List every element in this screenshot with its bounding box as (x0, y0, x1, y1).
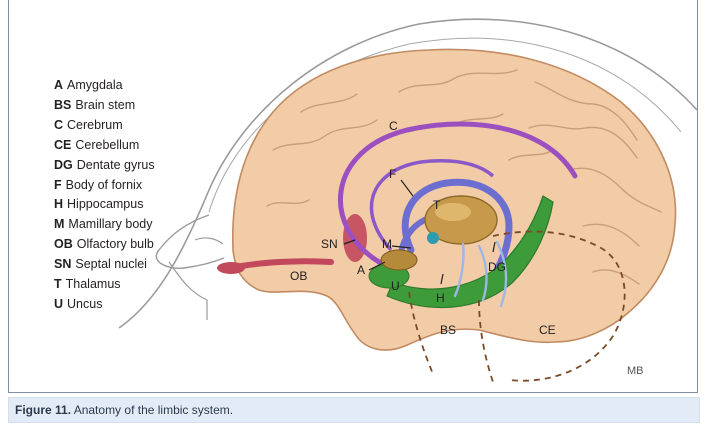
legend-item: BS Brain stem (54, 96, 204, 116)
legend-abbr: F (54, 178, 62, 192)
figure-caption: Figure 11. Anatomy of the limbic system. (15, 403, 233, 417)
legend-abbr: U (54, 297, 63, 311)
figure-frame: C F T SN M OB A U H DG BS CE MB A Amygdal… (8, 0, 698, 393)
legend-item: U Uncus (54, 295, 204, 315)
mamillary-body (427, 232, 439, 244)
legend-item: CE Cerebellum (54, 136, 204, 156)
legend-item: SN Septal nuclei (54, 255, 204, 275)
caption-band: Figure 11. Anatomy of the limbic system. (8, 397, 700, 423)
legend-term: Septal nuclei (75, 257, 147, 271)
legend-abbr: DG (54, 158, 73, 172)
label-hippocampus: H (436, 291, 445, 305)
legend-abbr: SN (54, 257, 71, 271)
caption-text: Anatomy of the limbic system. (71, 403, 233, 417)
legend-abbr: A (54, 78, 63, 92)
legend-abbr: H (54, 197, 63, 211)
legend-term: Brain stem (75, 98, 135, 112)
legend-term: Olfactory bulb (77, 237, 154, 251)
legend-abbr: OB (54, 237, 73, 251)
legend-term: Amygdala (67, 78, 123, 92)
legend-term: Mamillary body (68, 217, 152, 231)
label-olfactory-bulb: OB (290, 269, 307, 283)
label-fornix: F (389, 167, 396, 181)
legend-item: OB Olfactory bulb (54, 235, 204, 255)
legend-term: Cerebellum (75, 138, 139, 152)
amygdala (381, 250, 417, 270)
label-uncus: U (391, 279, 400, 293)
label-septal-nuclei: SN (321, 237, 338, 251)
legend-term: Uncus (67, 297, 102, 311)
figure-bottom-rule (8, 392, 696, 393)
legend-abbr: CE (54, 138, 71, 152)
olfactory-bulb (217, 262, 245, 274)
legend-item: H Hippocampus (54, 195, 204, 215)
label-cerebrum: C (389, 119, 398, 133)
legend-item: F Body of fornix (54, 176, 204, 196)
legend-item: C Cerebrum (54, 116, 204, 136)
legend-abbr: BS (54, 98, 71, 112)
legend-abbr: T (54, 277, 62, 291)
legend-abbr: M (54, 217, 64, 231)
legend-term: Hippocampus (67, 197, 143, 211)
legend-term: Body of fornix (66, 178, 142, 192)
label-brain-stem: BS (440, 323, 456, 337)
legend-item: T Thalamus (54, 275, 204, 295)
caption-prefix: Figure 11. (15, 403, 71, 417)
legend-term: Cerebrum (67, 118, 123, 132)
label-cerebellum: CE (539, 323, 556, 337)
artist-signature: MB (627, 365, 644, 377)
legend-abbr: C (54, 118, 63, 132)
legend-item: A Amygdala (54, 76, 204, 96)
label-amygdala: A (357, 263, 365, 277)
thalamus-highlight (435, 203, 471, 221)
legend-item: DG Dentate gyrus (54, 156, 204, 176)
label-thalamus: T (433, 198, 441, 212)
legend-term: Thalamus (66, 277, 121, 291)
label-dentate-gyrus: DG (488, 260, 506, 274)
legend-item: M Mamillary body (54, 215, 204, 235)
label-mamillary: M (382, 237, 392, 251)
legend-term: Dentate gyrus (77, 158, 155, 172)
